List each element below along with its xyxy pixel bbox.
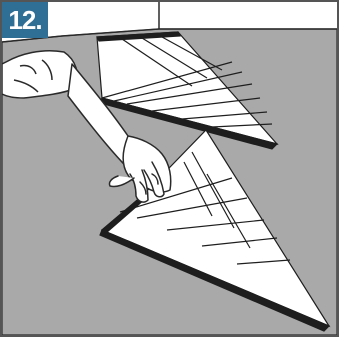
instruction-illustration xyxy=(2,2,337,335)
sleeve-icon xyxy=(2,51,78,98)
sleeve-cuff xyxy=(2,51,78,98)
step-number-badge: 12. xyxy=(2,2,48,38)
